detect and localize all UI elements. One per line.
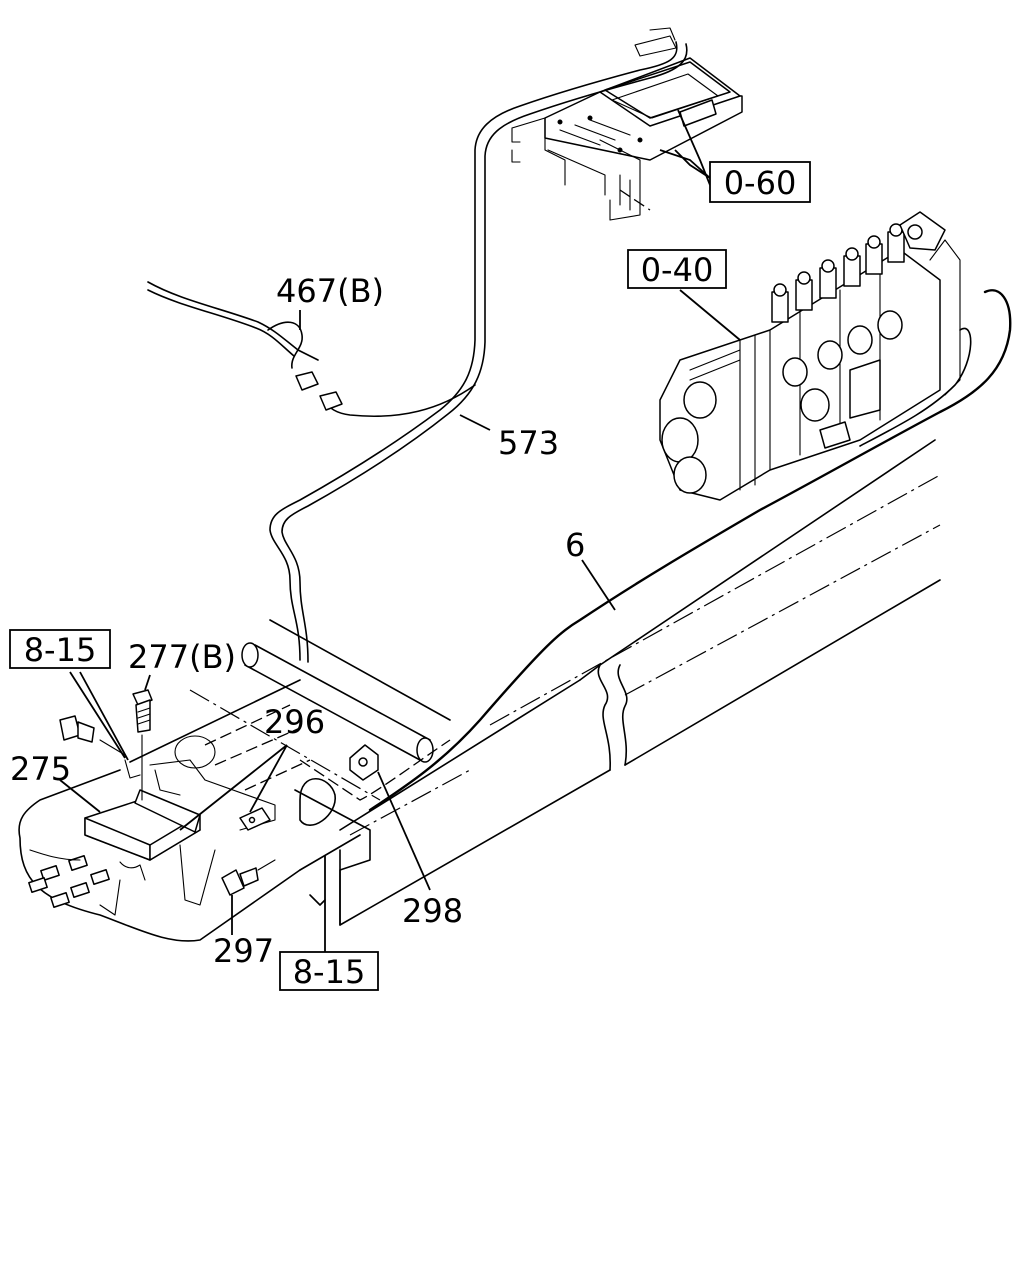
ref-8-15-bottom-text: 8-15 [293, 953, 366, 991]
part-296-label: 296 [264, 703, 325, 741]
part-277b-label: 277(B) [128, 638, 236, 676]
injection-pump-assembly [659, 211, 961, 501]
control-unit-assembly [511, 57, 743, 221]
leader-lines [59, 109, 741, 955]
part-275-label: 275 [10, 750, 71, 788]
part-298-label: 298 [402, 892, 463, 930]
label-ref-0-40: 0-40 [627, 249, 727, 289]
delivery-valves [771, 223, 905, 323]
ref-0-60-text: 0-60 [724, 164, 797, 202]
connectors [28, 849, 146, 916]
part-6-label: 6 [565, 526, 585, 564]
wiring-harness-6 [368, 289, 1012, 812]
part-467b-label: 467(B) [276, 272, 384, 310]
lower-bracket-assembly [18, 679, 379, 942]
part-573-label: 573 [498, 424, 559, 462]
ref-0-40-text: 0-40 [641, 251, 714, 289]
label-ref-8-15-bottom: 8-15 [279, 951, 379, 991]
part-297-label: 297 [213, 932, 274, 970]
label-ref-0-60: 0-60 [709, 161, 811, 203]
ref-8-15-top-text: 8-15 [24, 631, 97, 669]
bolt-297 [221, 859, 276, 896]
bolt-277b [132, 689, 153, 801]
wiring-harness-573 [147, 27, 688, 663]
bolt-left [59, 715, 126, 756]
frame-rail [189, 439, 941, 926]
label-ref-8-15-top: 8-15 [9, 629, 111, 669]
